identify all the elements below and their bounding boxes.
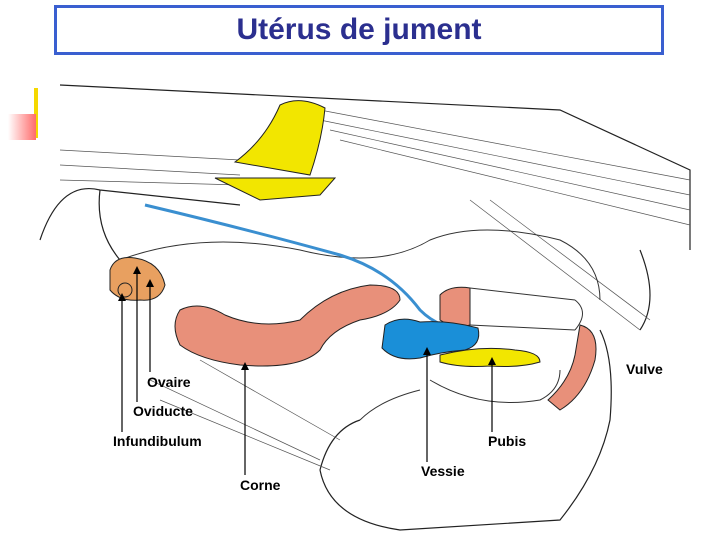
pubis-bone: [439, 347, 541, 367]
decorative-red-block: [8, 114, 36, 140]
label-pubis: Pubis: [488, 433, 526, 449]
uterine-body: [439, 286, 471, 328]
label-pointers: [121, 270, 493, 475]
vaginal-tube: [469, 287, 583, 331]
label-oviducte: Oviducte: [133, 403, 193, 419]
bladder: [381, 318, 480, 360]
label-vulve: Vulve: [626, 361, 663, 377]
label-infundibulum: Infundibulum: [113, 433, 202, 449]
label-corne: Corne: [240, 477, 281, 493]
page-title: Utérus de jument: [236, 13, 482, 46]
vertebra: [214, 100, 337, 201]
muscle-strands: [59, 109, 691, 471]
label-arrowheads: [118, 266, 496, 370]
vulva: [547, 324, 597, 411]
label-vessie: Vessie: [421, 463, 465, 479]
title-box: Utérus de jument: [54, 5, 664, 55]
internal-outline: [119, 229, 601, 421]
uterine-horn: [174, 284, 401, 367]
label-ovaire: Ovaire: [147, 374, 191, 390]
blood-vessel: [144, 203, 471, 332]
decorative-yellow-bar: [34, 88, 38, 138]
